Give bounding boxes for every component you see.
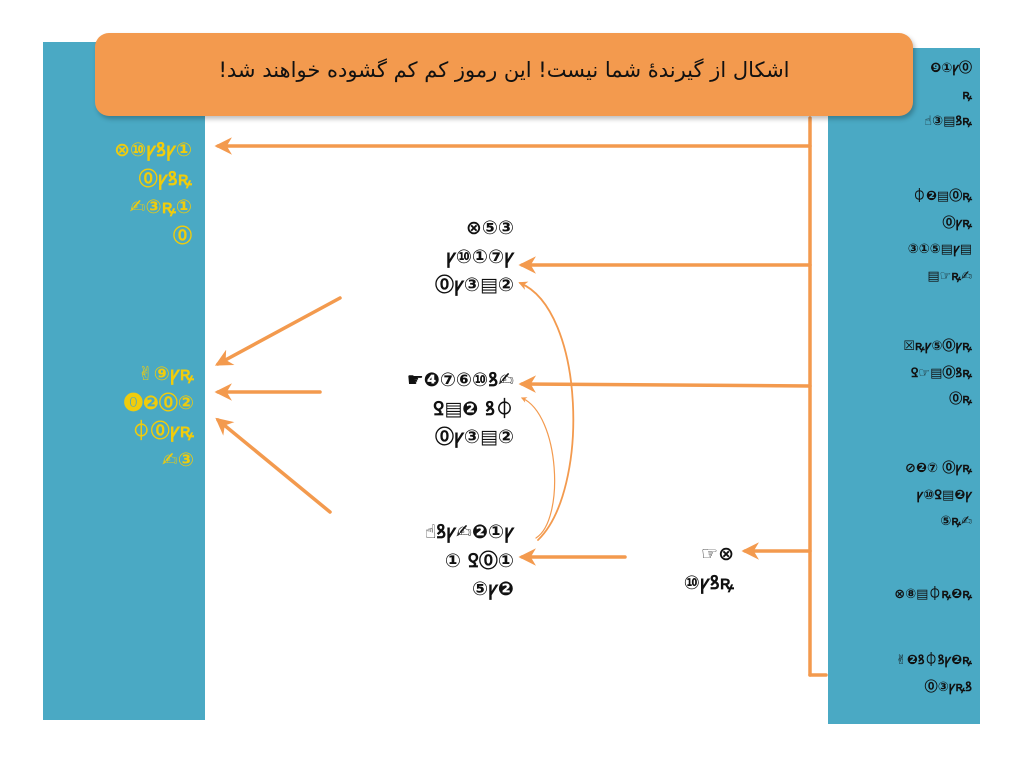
left-panel	[43, 42, 205, 720]
center-node4: ☞⊗ ⑩ꝩꝸꝶ	[684, 540, 734, 597]
center-node3: ☝ꝸꝩ✍❷①ꝩ ① Ꝿ⓪① ⑤ꝩ❷	[425, 518, 514, 604]
center-node2-line: ⓪ꝩ③▤②	[434, 426, 514, 448]
right-group6-line: ✌❷ꝸ⏀ꝸꝩ❷ꝶ	[895, 653, 972, 668]
right-group3: ☒ꝶꝩ⑤⓪ꝩꝶ Ꝿ☞▤⓪ꝸꝶ ⓪ꝶ	[903, 334, 972, 414]
right-group1: ❾①ꝩ⓪ ꝶ ☝③▤ꝸꝶ	[924, 56, 972, 136]
center-node2: ☛❹⑦⑥⑩ꝸ✍ Ꝿ▤❷ ꝸ⏀ ⓪ꝩ③▤②	[407, 366, 514, 452]
center-node4-line: ☞⊗	[701, 543, 734, 565]
right-group4-line: ꝩ⑩Ꝿ▤❷ꝩ	[916, 487, 972, 503]
right-group3-line: Ꝿ☞▤⓪ꝸꝶ	[910, 365, 972, 381]
left-group2-line: ✍③	[161, 448, 194, 471]
right-group3-line: ☒ꝶꝩ⑤⓪ꝩꝶ	[903, 339, 972, 354]
left-group1: ⊗⑩ꝩꝸꝩ① ⓪ꝩꝸꝶ ✍③ꝶ① ⓪	[114, 136, 192, 250]
left-group1-line: ⓪	[172, 224, 192, 247]
left-group2-line: ⓿❷⓪②	[123, 391, 194, 414]
right-group2-line: ⓪ꝩꝶ	[942, 215, 972, 231]
right-group2-line: ③①⑤▤ꝩ▤	[907, 242, 972, 258]
right-group1-line: ❾①ꝩ⓪	[930, 61, 972, 76]
center-node1-line: ⓪ꝩ③▤②	[434, 274, 514, 296]
left-group1-line: ⓪ꝩꝸꝶ	[138, 167, 192, 190]
right-group5-line: ⊗⑧▤⏀ꝶ❷ꝶ	[894, 587, 972, 602]
curve-node3-to-node1	[518, 281, 575, 541]
left-group2-line: ✌⑨ꝩꝶ	[137, 363, 194, 385]
left-group1-line: ✍③ꝶ①	[129, 196, 192, 218]
banner-text: اشکال از گیرندهٔ شما نیست! این رموز کم ک…	[218, 57, 790, 82]
right-group4: ⊘❷⑦ ⓪ꝩꝶ ꝩ⑩Ꝿ▤❷ꝩ ⑤ꝶ✍	[905, 456, 972, 536]
center-node4-line: ⑩ꝩꝸꝶ	[683, 571, 734, 594]
center-node2-line: ☛❹⑦⑥⑩ꝸ✍	[406, 369, 514, 391]
right-group2-line: ▤☞ꝶ✍	[927, 268, 972, 284]
center-node3-line: ① Ꝿ⓪①	[444, 549, 514, 572]
right-group1-line: ꝶ	[962, 87, 972, 103]
right-group6-line: ⓪③ꝩꝶꝸ	[924, 679, 972, 695]
right-group4-line: ⊘❷⑦ ⓪ꝩꝶ	[905, 461, 972, 476]
right-panel	[828, 48, 980, 724]
right-group2-line: ⏀❷▤⓪ꝶ	[912, 189, 972, 204]
arrow-to-node2	[518, 375, 812, 393]
left-group2: ✌⑨ꝩꝶ ⓿❷⓪② ⏀⓪ꝩꝶ ✍③	[124, 360, 194, 474]
right-group3-line: ⓪ꝶ	[949, 392, 972, 408]
center-node1-line: ⊗⑤③	[465, 217, 514, 239]
right-group5: ⊗⑧▤⏀ꝶ❷ꝶ	[894, 582, 972, 609]
arrow-node1-to-left-group2	[214, 296, 342, 366]
center-node2-line: Ꝿ▤❷ ꝸ⏀	[433, 397, 514, 420]
left-group1-line: ⊗⑩ꝩꝸꝩ①	[114, 139, 192, 161]
center-node3-line: ☝ꝸꝩ✍❷①ꝩ	[424, 521, 514, 543]
center-node3-line: ⑤ꝩ❷	[471, 578, 514, 600]
left-group2-line: ⏀⓪ꝩꝶ	[131, 420, 194, 442]
right-group6: ✌❷ꝸ⏀ꝸꝩ❷ꝶ ⓪③ꝩꝶꝸ	[896, 648, 972, 701]
arrow-node3-to-left-group2	[215, 417, 332, 514]
right-group4-line: ⑤ꝶ✍	[940, 514, 972, 530]
center-node1: ⊗⑤③ ꝩ⑩①⑦ꝩ ⓪ꝩ③▤②	[435, 214, 514, 300]
right-group2: ⏀❷▤⓪ꝶ ⓪ꝩꝶ ③①⑤▤ꝩ▤ ▤☞ꝶ✍	[908, 184, 972, 291]
notice-banner: اشکال از گیرندهٔ شما نیست! این رموز کم ک…	[95, 33, 913, 116]
right-group1-line: ☝③▤ꝸꝶ	[924, 114, 972, 130]
center-node1-line: ꝩ⑩①⑦ꝩ	[445, 245, 514, 268]
curve-node3-to-node2	[520, 397, 556, 539]
